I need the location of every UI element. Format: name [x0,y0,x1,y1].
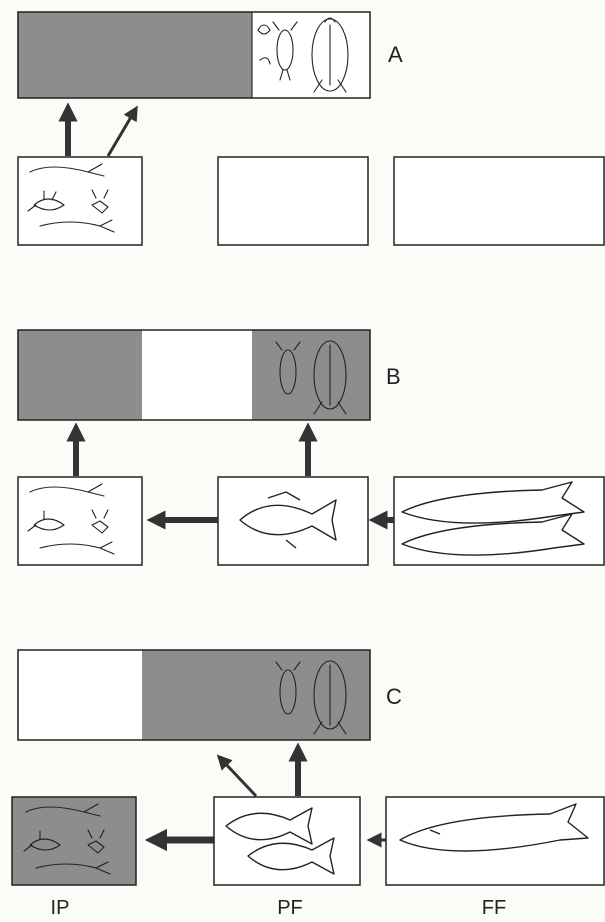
panel-b-shaded-large-zooplankton [252,330,370,420]
panel-c-pf-box [214,797,360,885]
panel-c-ff-box [386,797,604,885]
panel-c-label: C [386,684,402,709]
panel-a: A [18,12,604,245]
panel-b-shaded-small-zooplankton [18,330,142,420]
panel-b-zooplankton-box [18,330,370,420]
panel-a-pf-empty-box [218,157,368,245]
panel-b-unshaded-medium-zooplankton [142,330,252,420]
panel-c-ip-box [12,797,136,885]
panel-a-shaded-small-zooplankton [18,12,252,98]
panel-b-pf-box [218,477,368,565]
panel-b: B [18,330,604,565]
panel-c-ff-frame [386,797,604,885]
column-label-ff: FF [482,897,506,919]
panel-c-zooplankton-box [18,650,370,740]
panel-c-unshaded-small-zooplankton [18,650,142,740]
panel-c-pf-frame [214,797,360,885]
panel-c: C [12,650,604,885]
panel-a-ff-empty-box [394,157,604,245]
panel-b-ff-box [394,477,604,565]
panel-a-arrows [68,112,134,156]
panel-a-label: A [388,42,403,67]
column-label-ip: IP [51,897,70,919]
panel-a-unshaded-large-zooplankton [252,12,370,98]
panel-b-label: B [386,364,401,389]
panel-a-zooplankton-box [18,12,370,98]
column-labels: IP PF FF [51,897,507,919]
panel-c-pf-to-small-zoo-arrow [222,760,256,796]
panel-b-ip-box [18,477,142,565]
panel-b-ff-frame [394,477,604,565]
column-label-pf: PF [277,897,303,919]
panel-a-ip-to-large-zoo-arrow [108,112,134,156]
panel-a-ip-box [18,157,142,245]
